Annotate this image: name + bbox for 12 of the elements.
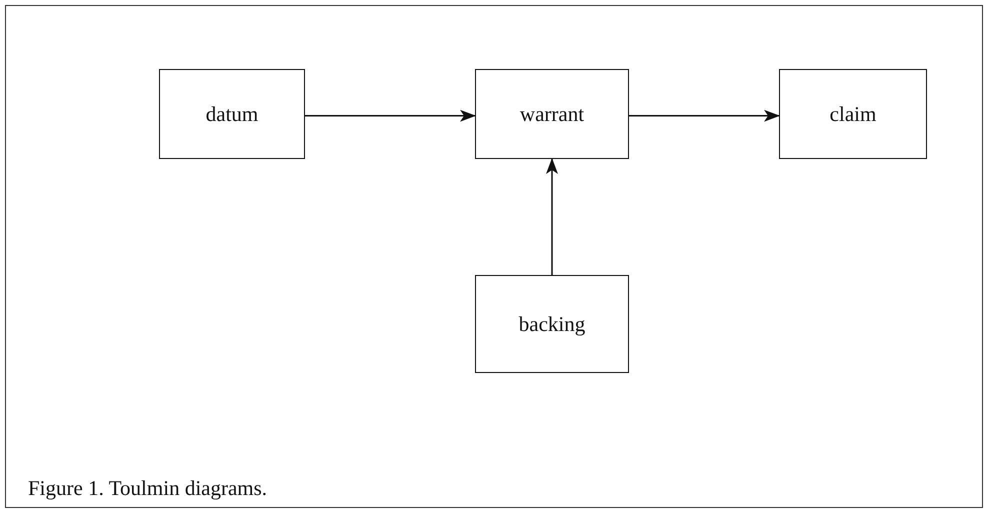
box-label: backing xyxy=(518,312,586,336)
box-label: datum xyxy=(206,102,258,126)
box-label: warrant xyxy=(520,102,584,126)
concept-box xyxy=(475,275,629,373)
figure-caption: Figure 1. Toulmin diagrams. xyxy=(28,476,268,501)
arrow xyxy=(305,110,476,122)
arrow xyxy=(546,158,558,275)
box-label: claim xyxy=(830,102,876,126)
concept-box xyxy=(475,69,629,159)
concept-box xyxy=(779,69,927,159)
arrow xyxy=(629,110,780,122)
concept-box xyxy=(159,69,305,159)
